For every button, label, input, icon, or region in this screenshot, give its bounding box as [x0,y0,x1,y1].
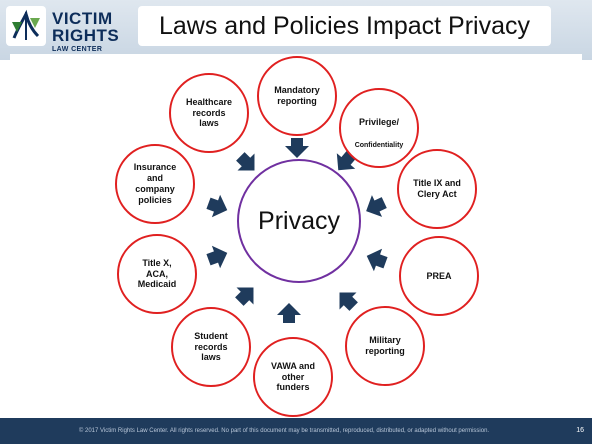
node-label: Privilege/ Confidentiality [351,106,408,150]
logo-line-rights: RIGHTS [52,26,120,45]
node-title-ix-clery-act: Title IX and Clery Act [397,149,477,229]
node-healthcare-records-laws: Healthcare records laws [169,73,249,153]
arrow-from-student-records [235,287,254,306]
arrow-from-healthcare-records [236,152,255,171]
logo-line-victim: VICTIM [52,9,113,28]
page-title: Laws and Policies Impact Privacy [159,12,530,40]
node-label: Student records laws [194,330,228,363]
node-title-x-aca-medicaid: Title X, ACA, Medicaid [117,234,197,314]
node-label-line: Privilege/ [358,116,400,127]
node-mandatory-reporting: Mandatory reporting [257,56,337,136]
node-label: Mandatory reporting [274,85,320,106]
scales-of-justice-icon [6,6,46,46]
page-number: 16 [576,427,584,434]
arrow-from-title-ix [366,195,387,217]
arrow-from-mandatory-reporting [285,138,309,158]
node-label: Title IX and Clery Act [413,178,461,199]
node-vawa-other-funders: VAWA and other funders [253,337,333,417]
privacy-center-circle: Privacy [237,159,361,283]
node-label: Healthcare records laws [185,96,233,129]
node-label-line: Confidentiality [354,141,404,149]
center-label: Privacy [258,206,340,235]
node-student-records-laws: Student records laws [171,307,251,387]
node-military-reporting: Military reporting [345,306,425,386]
node-privilege-confidentiality: Privilege/ Confidentiality [339,88,419,168]
footer-bar [0,418,592,444]
node-label: VAWA and other funders [270,360,315,393]
title-box [138,6,551,46]
node-label: Insurance and company policies [133,162,177,205]
arrow-from-military-reporting [339,292,358,311]
logo-line-law-center: LAW CENTER [52,46,103,53]
node-label: Military reporting [365,335,405,356]
node-label: PREA [426,270,452,281]
node-label: Title X, ACA, Medicaid [137,257,177,290]
arrow-from-vawa [277,303,301,323]
node-insurance-company-policies: Insurance and company policies [115,144,195,224]
logo-text: VICTIM RIGHTS LAW CENTER [52,10,132,53]
arrow-from-prea [366,248,388,272]
arrow-from-title-x [206,245,228,269]
arrow-from-insurance [206,194,228,218]
node-prea: PREA [399,236,479,316]
copyright-notice: © 2017 Victim Rights Law Center. All rig… [78,428,490,434]
logo: VICTIM RIGHTS LAW CENTER [4,4,128,53]
